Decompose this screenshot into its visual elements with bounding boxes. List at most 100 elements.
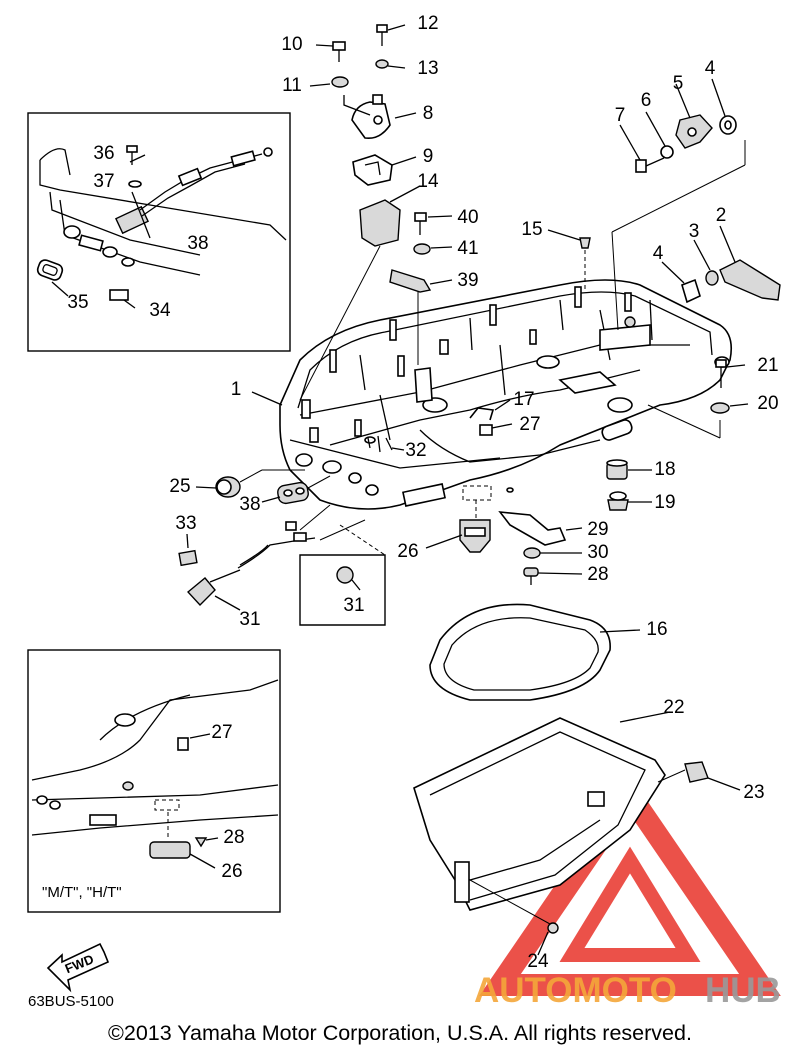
- callout-41: 41: [457, 238, 478, 259]
- callout-11: 11: [282, 75, 302, 96]
- callout-15: 15: [521, 219, 542, 240]
- callout-31-inset: 31: [343, 595, 364, 616]
- screw-28: [523, 567, 539, 585]
- pad-26-inset: [149, 841, 191, 859]
- bolt-36: [126, 145, 138, 165]
- callout-36: 36: [93, 143, 114, 164]
- callout-20: 20: [757, 393, 778, 414]
- diagram-code: 63BUS-5100: [28, 993, 114, 1010]
- callout-21: 21: [757, 355, 778, 376]
- callout-32: 32: [405, 440, 426, 461]
- inset-box-31: [299, 554, 386, 626]
- callout-34: 34: [149, 300, 171, 321]
- washer-30: [523, 547, 541, 559]
- callout-5: 5: [673, 73, 684, 94]
- callout-8: 8: [423, 103, 434, 124]
- copyright-text: ©2013 Yamaha Motor Corporation, U.S.A. A…: [108, 1021, 692, 1045]
- callout-23: 23: [743, 782, 764, 803]
- clip-32: [367, 435, 393, 453]
- washer-13: [375, 59, 389, 69]
- grommet-35: [36, 259, 64, 281]
- watermark-part2: HUB: [705, 971, 781, 1010]
- callout-3: 3: [689, 221, 700, 242]
- grommet-4-top: [719, 115, 737, 135]
- inset-bottom-drawing: [31, 679, 279, 859]
- seal-16: [429, 603, 611, 701]
- label-33: [178, 549, 198, 567]
- clip-9: [352, 154, 393, 186]
- callout-29: 29: [587, 519, 608, 540]
- plug-25: [215, 476, 241, 498]
- grommet-15: [579, 237, 591, 249]
- callout-39: 39: [457, 270, 478, 291]
- connector-38-inset: [115, 147, 273, 235]
- callout-18: 18: [654, 459, 675, 480]
- screw-27: [479, 424, 493, 436]
- callout-2: 2: [716, 205, 727, 226]
- callout-9: 9: [423, 146, 434, 167]
- connector-38-main: [277, 481, 309, 505]
- bolt-21: [715, 359, 727, 388]
- callout-13: 13: [417, 58, 438, 79]
- screw-12: [376, 24, 388, 46]
- callout-12: 12: [417, 13, 438, 34]
- inset-box-top-left: [27, 112, 291, 352]
- handle-39: [389, 269, 432, 293]
- callout-38-main: 38: [239, 494, 260, 515]
- label-34: [109, 289, 129, 301]
- callout-28-inset: 28: [223, 827, 244, 848]
- watermark-text: AUTOMOTO HUB: [474, 971, 781, 1010]
- callout-30: 30: [587, 542, 608, 563]
- washer-3: [705, 270, 719, 286]
- washer-6: [660, 145, 674, 159]
- washer-20: [710, 402, 730, 414]
- washer-41: [413, 243, 431, 255]
- lever-2: [719, 259, 781, 301]
- bracket-8: [351, 94, 391, 140]
- bolt-40: [414, 212, 427, 235]
- callout-1: 1: [231, 379, 242, 400]
- watermark-triangle: [479, 775, 781, 996]
- callout-25: 25: [169, 476, 190, 497]
- bolt-7: [635, 157, 665, 173]
- callout-35: 35: [67, 292, 88, 313]
- callout-19: 19: [654, 492, 675, 513]
- callout-26-inset: 26: [221, 861, 242, 882]
- callout-6: 6: [641, 90, 652, 111]
- callout-labels: 1 2 3 4 4 5 6 7 8 9 10 11 12 13 14 15 16…: [67, 13, 778, 972]
- callout-22: 22: [663, 697, 684, 718]
- grommet-31-inset: [336, 566, 354, 584]
- knob-5: [675, 114, 713, 149]
- callout-14: 14: [417, 171, 439, 192]
- callout-7: 7: [615, 105, 626, 126]
- clip-17: [469, 407, 495, 421]
- pad-26: [459, 519, 491, 553]
- grommet-4-side: [681, 278, 701, 304]
- watermark-part1: AUTOMOTO: [474, 971, 677, 1010]
- washer-37: [128, 180, 142, 188]
- cover-14: [359, 199, 401, 247]
- callout-37: 37: [93, 171, 114, 192]
- sensor-31: [186, 521, 316, 607]
- screw-24: [547, 922, 559, 934]
- callout-40: 40: [457, 207, 478, 228]
- callout-17: 17: [513, 389, 534, 410]
- bracket-29: [498, 511, 567, 546]
- bottom-cowling-1: [279, 279, 733, 510]
- callout-16: 16: [646, 619, 667, 640]
- bolt-10: [332, 41, 346, 62]
- fwd-arrow-icon: FWD: [46, 942, 110, 993]
- callout-24: 24: [527, 951, 549, 972]
- callout-4-top: 4: [705, 58, 716, 79]
- callout-10: 10: [281, 34, 302, 55]
- inset-note-mt-ht: "M/T", "H/T": [42, 884, 122, 901]
- clip-23: [684, 761, 709, 783]
- callout-27-inset: 27: [211, 722, 232, 743]
- callout-26-main: 26: [397, 541, 418, 562]
- lower-cover-22: [413, 717, 666, 911]
- callout-33: 33: [175, 513, 196, 534]
- callout-38-inset: 38: [187, 233, 208, 254]
- callout-31-main: 31: [239, 609, 260, 630]
- callout-4-side: 4: [653, 243, 664, 264]
